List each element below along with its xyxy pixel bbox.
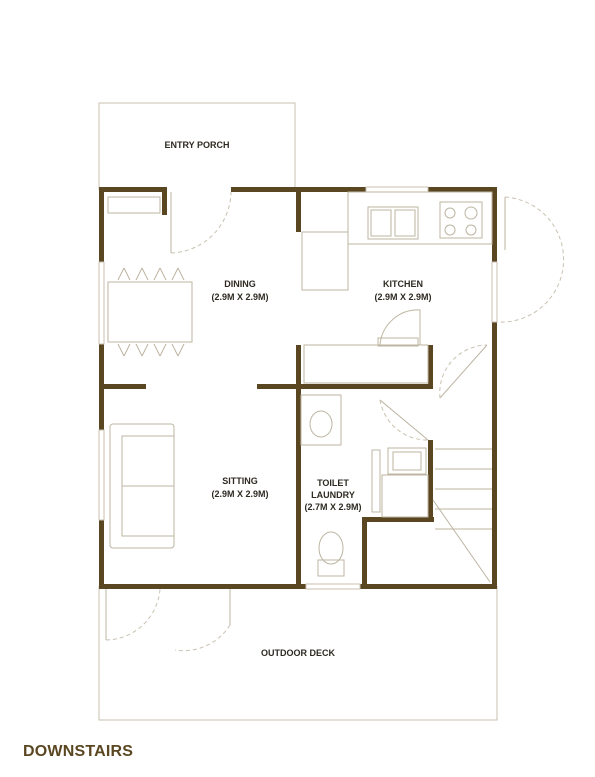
outdoor-deck bbox=[98, 586, 498, 721]
sitting-label: SITTING bbox=[222, 476, 258, 486]
entry-porch bbox=[98, 102, 296, 190]
dining-size-label: (2.9M X 2.9M) bbox=[211, 292, 268, 302]
toilet-size-label: (2.7M X 2.9M) bbox=[304, 502, 361, 512]
kitchen-side-window bbox=[491, 261, 498, 323]
dining-window bbox=[98, 261, 105, 345]
kitchen-fixtures bbox=[301, 191, 493, 384]
dining-label: DINING bbox=[224, 279, 256, 289]
toilet-label: TOILET bbox=[317, 478, 349, 488]
dining-table bbox=[107, 267, 193, 357]
sitting-size-label: (2.9M X 2.9M) bbox=[211, 489, 268, 499]
laundry-label: LAUNDRY bbox=[311, 490, 355, 500]
outdoor-deck-label: OUTDOOR DECK bbox=[261, 648, 336, 658]
hall-door bbox=[439, 344, 488, 399]
kitchen-window bbox=[365, 186, 429, 193]
toilet-window bbox=[305, 583, 361, 590]
plan-title: DOWNSTAIRS bbox=[23, 743, 134, 760]
interior-walls bbox=[99, 187, 434, 589]
entry-bench bbox=[107, 196, 161, 214]
kitchen-label: KITCHEN bbox=[383, 279, 423, 289]
bathroom-fixtures bbox=[300, 394, 429, 577]
toilet-door bbox=[379, 399, 429, 441]
doors bbox=[105, 191, 565, 652]
entry-porch-label: ENTRY PORCH bbox=[164, 140, 229, 150]
sofa bbox=[109, 423, 175, 549]
kitchen-size-label: (2.9M X 2.9M) bbox=[374, 292, 431, 302]
sitting-window bbox=[98, 429, 105, 521]
staircase bbox=[432, 448, 492, 583]
